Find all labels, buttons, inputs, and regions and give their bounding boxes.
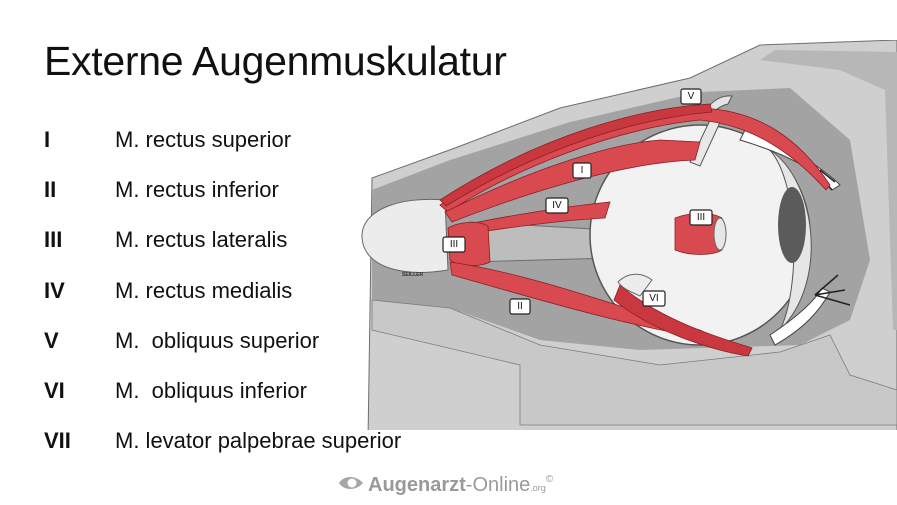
- legend-item: VI M. obliquus inferior: [44, 375, 464, 407]
- label-i: I: [572, 162, 592, 179]
- upper-bone-plate: [760, 50, 897, 330]
- label-iv: IV: [545, 197, 569, 214]
- svg-text:I: I: [581, 165, 584, 176]
- page-title: Externe Augenmuskulatur: [44, 38, 507, 84]
- legend-label: M. rectus superior: [115, 127, 292, 152]
- legend-numeral: II: [44, 177, 57, 202]
- lower-eyelashes: [814, 274, 851, 306]
- legend-label: M. levator palpebrae superior: [115, 428, 402, 453]
- rectus-medialis-muscle: [477, 201, 611, 233]
- inferior-oblique-muscle: [613, 284, 753, 357]
- legend-numeral: VI: [44, 378, 65, 403]
- label-iii-apex: III: [442, 236, 466, 253]
- legend-numeral: I: [44, 127, 51, 152]
- legend-item: III M. rectus lateralis: [44, 224, 464, 256]
- logo-tld: .org: [530, 483, 546, 493]
- legend-numeral: IV: [44, 278, 65, 303]
- legend-item: I M. rectus superior: [44, 124, 464, 156]
- label-iii-eye: III: [689, 209, 713, 226]
- optic-apex: [361, 198, 449, 273]
- legend-item: IV M. rectus medialis: [44, 275, 464, 307]
- lens: [778, 187, 806, 263]
- svg-text:VI: VI: [649, 293, 658, 304]
- svg-text:IV: IV: [552, 200, 562, 211]
- legend-label: M. obliquus inferior: [115, 378, 307, 403]
- legend-label: M. obliquus superior: [115, 328, 320, 353]
- artist-signature: SEILLER: [402, 272, 424, 278]
- inferior-oblique-insertion: [617, 273, 653, 297]
- rectus-superior-muscle: [444, 139, 701, 223]
- legend-numeral: V: [44, 328, 59, 353]
- copyright-mark: ©: [545, 474, 554, 485]
- logo-brand: Augenarzt: [368, 473, 466, 496]
- legend-item: VII M. levator palpebrae superior: [44, 425, 464, 457]
- superior-oblique-muscle: [439, 103, 713, 207]
- svg-text:III: III: [450, 239, 458, 250]
- legend-label: M. rectus medialis: [115, 278, 293, 303]
- svg-text:II: II: [517, 301, 523, 312]
- label-vi: VI: [642, 290, 666, 307]
- legend-item: II M. rectus inferior: [44, 174, 464, 206]
- legend-numeral: III: [44, 227, 63, 252]
- logo-brand-suffix: -Online: [465, 473, 531, 496]
- svg-text:III: III: [697, 212, 705, 223]
- orbit-illustration: SEILLER V I IV III III VI II: [355, 40, 897, 430]
- legend-numeral: VII: [44, 428, 71, 453]
- legend-label: M. rectus lateralis: [115, 227, 288, 252]
- label-ii: II: [509, 298, 531, 315]
- orbit-floor: [371, 299, 897, 426]
- eye-logo-icon: [338, 473, 364, 498]
- legend-label: M. rectus inferior: [115, 177, 279, 202]
- svg-text:V: V: [688, 91, 695, 102]
- legend-item: V M. obliquus superior: [44, 325, 464, 357]
- site-logo: Augenarzt -Online .org ©: [338, 470, 553, 500]
- label-v: V: [680, 88, 702, 105]
- lateral-rectus-cut-end: [713, 217, 727, 251]
